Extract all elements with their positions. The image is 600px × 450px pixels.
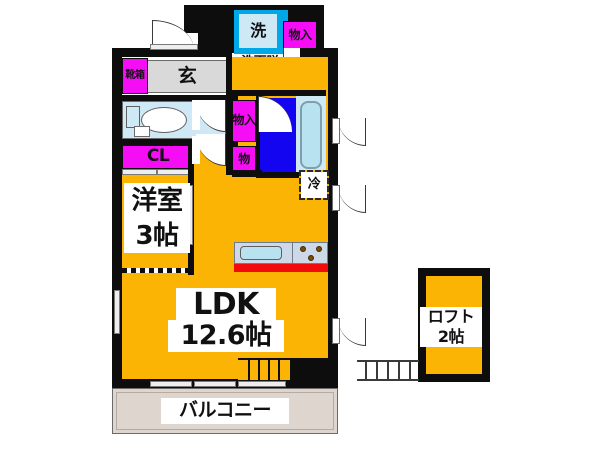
loft-size-label: 2帖: [420, 327, 482, 347]
counter-divider: [292, 242, 293, 264]
gas-burner-3: [308, 255, 314, 261]
wall-closet-top: [122, 139, 232, 145]
wall-hall-right: [226, 95, 232, 175]
right-wall-door-arc-3: [338, 318, 366, 346]
gas-burner-1: [300, 246, 306, 252]
washer-label: 洗: [239, 14, 277, 48]
loft-ladder-rung-4: [398, 361, 400, 380]
wall-toilet-top: [122, 95, 232, 101]
wall-top-right: [300, 48, 338, 57]
ldk-window-left: [114, 290, 120, 334]
wall-left-exterior: [112, 48, 122, 388]
right-wall-door-panel-1: [332, 118, 340, 144]
wall-bath-bottom: [256, 172, 334, 178]
toilet-bowl: [141, 107, 187, 133]
loft-ladder-rung-3: [387, 361, 389, 380]
hall-door-panel-1: [192, 100, 200, 130]
gas-burner-2: [316, 246, 322, 252]
ldk-size-label: 12.6帖: [168, 320, 284, 352]
loft-ladder-rung-5: [409, 361, 411, 380]
kitchen-sink: [240, 246, 282, 260]
wall-top-left: [112, 48, 232, 57]
stair-shaft-bg: [286, 358, 328, 380]
ldk-label: LDK: [176, 288, 276, 322]
balcony-sliding-door-2[interactable]: [194, 381, 236, 387]
toilet-base: [134, 126, 150, 137]
wall-storage-bottom: [232, 170, 262, 177]
hall-door-panel-2: [192, 136, 200, 164]
closet-label: CL: [146, 146, 170, 167]
right-wall-door-arc-1: [338, 118, 366, 146]
entrance-door-panel: [150, 44, 198, 50]
bedroom-partition-bottom: [122, 268, 190, 273]
bedroom-size-label: 3帖: [124, 219, 190, 253]
bedroom-label: 洋室: [124, 183, 190, 219]
stair-tread-4: [278, 360, 280, 380]
entrance-label: 玄: [177, 64, 197, 87]
stairs-floor: [238, 358, 290, 380]
loft-ladder-rung-2: [376, 361, 378, 380]
wall-right-exterior: [328, 48, 338, 388]
loft-ladder-rail-bottom: [357, 379, 419, 381]
storage-top-cabinet: [283, 21, 317, 49]
closet-door-left[interactable]: [122, 169, 157, 175]
loft-label: ロフト: [420, 307, 482, 327]
balcony-sliding-door-1[interactable]: [150, 381, 192, 387]
balcony-sliding-door-3[interactable]: [238, 381, 286, 387]
stair-tread-1: [248, 360, 250, 380]
wall-bath-left: [256, 94, 262, 174]
stair-edge-top: [238, 358, 290, 360]
stair-tread-2: [258, 360, 260, 380]
bathtub: [300, 101, 322, 169]
storage-small-label: 物: [238, 151, 250, 166]
wall-washroom-bottom: [232, 90, 326, 96]
refrigerator-label: 冷: [301, 172, 327, 198]
stair-tread-3: [268, 360, 270, 380]
storage-mid-label: 物入: [232, 113, 256, 128]
balcony-rail: [116, 392, 334, 430]
right-wall-door-arc-2: [338, 185, 366, 213]
right-wall-door-panel-3: [332, 318, 340, 344]
closet-block: [122, 145, 194, 169]
shoe-cabinet-label: 靴箱: [125, 69, 146, 81]
wall-hall-right-upper: [226, 57, 232, 97]
storage-top-label: 物入: [288, 27, 312, 42]
loft-ladder-rung-1: [365, 361, 367, 380]
storage-mid-cabinet: [232, 100, 256, 142]
toilet-tank: [126, 106, 140, 128]
right-wall-door-panel-2: [332, 185, 340, 211]
shoe-cabinet: [122, 58, 148, 94]
kitchen-front-panel: [234, 264, 328, 272]
balcony-label: バルコニー: [161, 398, 289, 424]
